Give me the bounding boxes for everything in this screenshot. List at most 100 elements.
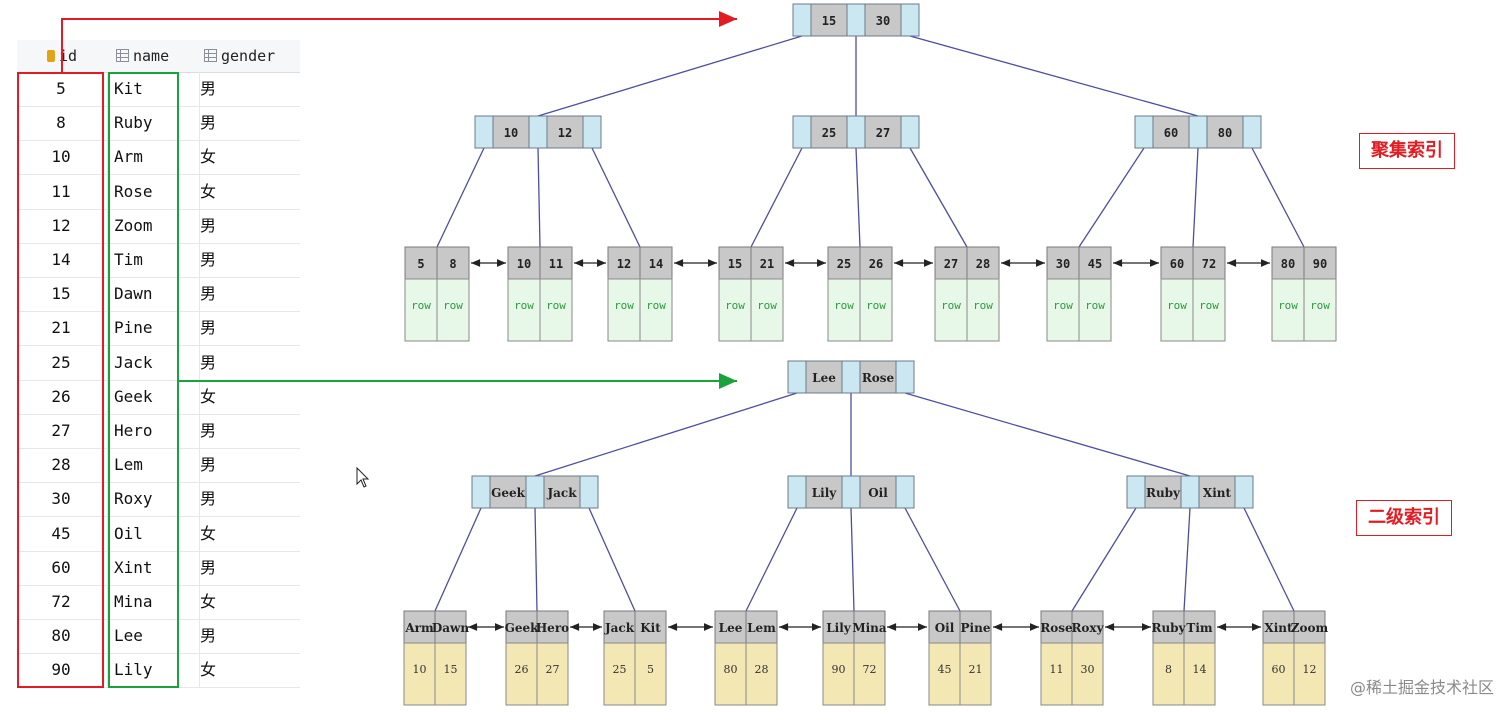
leaf-node: [1046, 246, 1112, 342]
leaf-key-label: Lee: [719, 621, 743, 635]
name-cell[interactable]: Lem: [114, 455, 143, 475]
gender-cell[interactable]: 男: [200, 626, 217, 646]
leaf-data-cell: [603, 642, 636, 706]
leaf-data-label: 80: [724, 663, 738, 676]
name-cell[interactable]: Kit: [114, 79, 143, 98]
gender-cell[interactable]: 女: [200, 181, 217, 201]
id-cell[interactable]: 10: [51, 147, 71, 167]
pointer-cell: [895, 475, 915, 509]
secondary-index-label: 二级索引: [1356, 500, 1452, 536]
leaf-key-cell: [1078, 246, 1112, 280]
name-cell[interactable]: Zoom: [114, 215, 153, 235]
leaf-data-label: 15: [444, 663, 458, 676]
id-cell[interactable]: 45: [51, 523, 71, 543]
gender-cell[interactable]: 男: [200, 557, 217, 577]
table-row[interactable]: 27 Hero 男: [17, 414, 300, 449]
table-row[interactable]: 45 Oil 女: [17, 517, 300, 552]
gender-cell[interactable]: 男: [200, 421, 217, 440]
table-row[interactable]: 80 Lee 男: [17, 619, 300, 655]
gender-cell[interactable]: 女: [200, 660, 217, 680]
table-row[interactable]: 11 Rose 女: [17, 175, 300, 210]
column-header-name[interactable]: name: [116, 40, 169, 72]
internal-node: [1126, 475, 1254, 509]
id-cell[interactable]: 14: [51, 250, 71, 269]
gender-cell[interactable]: 男: [200, 489, 217, 509]
id-cell[interactable]: 26: [51, 386, 71, 406]
id-cell[interactable]: 15: [51, 284, 71, 304]
table-row[interactable]: 15 Dawn 男: [17, 277, 300, 313]
root-node: [787, 360, 915, 394]
name-cell[interactable]: Tim: [114, 250, 143, 269]
id-cell[interactable]: 60: [51, 557, 71, 577]
name-cell[interactable]: Jack: [114, 352, 153, 372]
gender-cell[interactable]: 女: [200, 386, 217, 406]
id-cell[interactable]: 25: [51, 352, 71, 372]
leaf-data-cell: [1262, 642, 1295, 706]
gender-cell[interactable]: 男: [200, 113, 217, 133]
leaf-key-label: 8: [449, 257, 456, 271]
name-cell[interactable]: Mina: [114, 592, 153, 611]
name-cell[interactable]: Rose: [114, 181, 153, 201]
table-row[interactable]: 10 Arm 女: [17, 140, 300, 176]
name-cell[interactable]: Geek: [114, 386, 153, 406]
id-cell[interactable]: 80: [51, 626, 71, 646]
name-cell[interactable]: Ruby: [114, 113, 153, 133]
table-row[interactable]: 21 Pine 男: [17, 311, 300, 347]
name-cell[interactable]: Pine: [114, 318, 153, 338]
gender-cell[interactable]: 男: [200, 284, 217, 304]
gender-cell[interactable]: 男: [200, 455, 217, 475]
id-cell[interactable]: 90: [51, 660, 71, 680]
leaf-node: [822, 610, 886, 706]
table-row[interactable]: 28 Lem 男: [17, 448, 300, 484]
tree-edge: [1251, 147, 1305, 248]
leaf-data-cell: [607, 278, 641, 342]
table-row[interactable]: 25 Jack 男: [17, 346, 300, 381]
internal-node: [792, 115, 920, 149]
leaf-key-cell: [859, 246, 893, 280]
column-header-gender[interactable]: gender: [204, 40, 275, 72]
id-cell[interactable]: 5: [56, 79, 66, 98]
name-cell[interactable]: Roxy: [114, 489, 153, 509]
gender-cell[interactable]: 男: [200, 250, 217, 269]
table-row[interactable]: 60 Xint 男: [17, 551, 300, 586]
leaf-key-label: 90: [1313, 257, 1327, 271]
tree-edge: [850, 507, 855, 612]
leaf-node: [1160, 246, 1226, 342]
pointer-cell: [1126, 475, 1146, 509]
id-cell[interactable]: 21: [51, 318, 71, 338]
id-cell[interactable]: 8: [56, 113, 66, 133]
primary-key-icon: [47, 50, 55, 62]
id-cell[interactable]: 30: [51, 489, 71, 509]
leaf-key-label: 14: [649, 257, 663, 271]
gender-cell[interactable]: 女: [200, 523, 217, 543]
table-row[interactable]: 5 Kit 男: [17, 72, 300, 107]
table-row[interactable]: 14 Tim 男: [17, 243, 300, 278]
name-cell[interactable]: Hero: [114, 421, 153, 440]
id-cell[interactable]: 28: [51, 455, 71, 475]
gender-cell[interactable]: 男: [200, 318, 217, 338]
leaf-key-label: 26: [869, 257, 883, 271]
id-cell[interactable]: 27: [51, 421, 71, 440]
name-cell[interactable]: Oil: [114, 523, 143, 543]
table-row[interactable]: 8 Ruby 男: [17, 106, 300, 142]
gender-cell[interactable]: 男: [200, 79, 217, 98]
name-cell[interactable]: Lee: [114, 626, 143, 646]
gender-cell[interactable]: 女: [200, 147, 217, 167]
column-header-id[interactable]: id: [47, 40, 77, 72]
id-cell[interactable]: 11: [51, 181, 71, 201]
gender-cell[interactable]: 男: [200, 352, 217, 372]
name-cell[interactable]: Dawn: [114, 284, 153, 304]
gender-cell[interactable]: 女: [200, 592, 217, 611]
table-row[interactable]: 72 Mina 女: [17, 585, 300, 620]
name-cell[interactable]: Lily: [114, 660, 153, 680]
name-cell[interactable]: Arm: [114, 147, 143, 167]
gender-cell[interactable]: 男: [200, 215, 217, 235]
id-cell[interactable]: 72: [51, 592, 71, 611]
pointer-cell: [579, 475, 599, 509]
table-row[interactable]: 12 Zoom 男: [17, 209, 300, 244]
leaf-data-label: row: [1053, 299, 1073, 312]
name-cell[interactable]: Xint: [114, 557, 153, 577]
table-row[interactable]: 30 Roxy 男: [17, 482, 300, 518]
table-row[interactable]: 26 Geek 女: [17, 380, 300, 415]
id-cell[interactable]: 12: [51, 215, 71, 235]
